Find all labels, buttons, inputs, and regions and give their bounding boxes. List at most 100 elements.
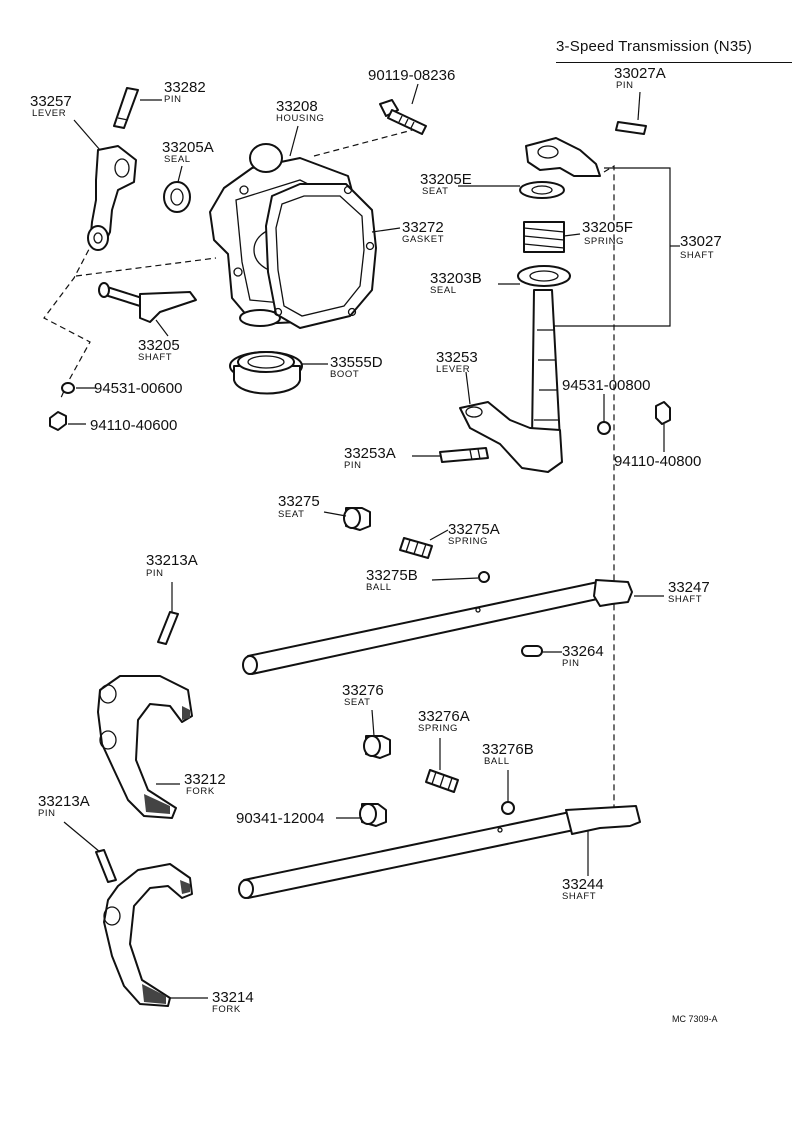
- title-underline: [556, 62, 792, 63]
- callout-name: PIN: [616, 80, 634, 91]
- callout-number: 33257: [30, 93, 72, 110]
- figure-code: MC 7309-A: [672, 1014, 718, 1024]
- callout-number: 33253A: [344, 445, 396, 462]
- callout-number: 90119-08236: [368, 67, 456, 84]
- fork-33212-part: [97, 675, 193, 819]
- callout-number: 33247: [668, 579, 710, 596]
- callout-name: PIN: [164, 94, 182, 105]
- callout-name: SEAT: [344, 697, 371, 708]
- callout-number: 94531-00600: [94, 380, 183, 397]
- callout-number: 33027: [680, 233, 722, 250]
- callout-number: 33205: [138, 337, 180, 354]
- seal-33205a-part: [163, 181, 191, 213]
- plug-90341-12004-part: [359, 803, 387, 827]
- pin-33282-part: [113, 87, 139, 129]
- callout-name: PIN: [344, 460, 362, 471]
- diagram-title: 3-Speed Transmission (N35): [556, 38, 753, 55]
- callout-number: 33276: [342, 682, 384, 699]
- callout-name: FORK: [186, 786, 215, 797]
- callout-number: 33276A: [418, 708, 470, 725]
- callout-number: 33027A: [614, 65, 666, 82]
- callout-name: LEVER: [32, 108, 67, 119]
- callout-name: SHAFT: [680, 250, 715, 261]
- callout-number: 33264: [562, 643, 604, 660]
- callout-number: 33275A: [448, 521, 500, 538]
- callout-name: BALL: [366, 582, 392, 593]
- callout-number: 33214: [212, 989, 254, 1006]
- shaft-head-33027-part: [525, 137, 601, 177]
- callout-name: HOUSING: [276, 113, 325, 124]
- assembly-line-housing-bolt: [313, 127, 421, 157]
- gasket-33272-part: [265, 183, 377, 329]
- callout-number: 94531-00800: [562, 377, 651, 394]
- callout-name: LEVER: [436, 364, 471, 375]
- callout-name: PIN: [562, 658, 580, 669]
- spring-33276a-part: [425, 769, 459, 793]
- callout-number: 33213A: [146, 552, 198, 569]
- callout-number: 33276B: [482, 741, 534, 758]
- bolt-90119-part: [379, 99, 427, 135]
- leader-lines: [63, 83, 680, 999]
- callout-name: BOOT: [330, 369, 360, 380]
- callout-number: 33253: [436, 349, 478, 366]
- seat-33205e-part: [519, 181, 565, 199]
- callout-number: 33272: [402, 219, 444, 236]
- callout-number: 33212: [184, 771, 226, 788]
- callout-number: 33244: [562, 876, 604, 893]
- shaft-33244-part: [238, 805, 641, 899]
- seat-33276-part: [363, 735, 391, 759]
- lever-33253-part: [459, 401, 563, 473]
- callout-number: 90341-12004: [236, 810, 325, 827]
- callout-name: SPRING: [418, 723, 459, 734]
- callout-name: SEAL: [164, 154, 191, 165]
- shaft-33027-part: [531, 289, 561, 441]
- ball-33276b-part: [501, 801, 515, 815]
- pin-33213a-upper-part: [157, 611, 179, 645]
- ball-33275b-part: [478, 571, 490, 583]
- assembly-line-shaft: [75, 257, 217, 277]
- callout-number: 33282: [164, 79, 206, 96]
- callout-name: BALL: [484, 756, 510, 767]
- callout-name: FORK: [212, 1004, 241, 1015]
- pin-33027a-part: [615, 121, 647, 135]
- pin-33253a-part: [439, 447, 489, 463]
- spring-33205f-part: [523, 221, 565, 253]
- callout-name: SEAL: [430, 285, 457, 296]
- washer-94531-00800-part: [597, 421, 611, 435]
- callout-number: 33203B: [430, 270, 482, 287]
- callout-number: 33205E: [420, 171, 472, 188]
- callout-number: 33275B: [366, 567, 418, 584]
- pin-33213a-lower-part: [95, 849, 117, 883]
- fork-33214-part: [103, 863, 193, 1007]
- callout-name: SHAFT: [138, 352, 173, 363]
- nut-94110-40600-part: [49, 411, 67, 431]
- callout-name: PIN: [38, 808, 56, 819]
- callout-name: SEAT: [422, 186, 449, 197]
- callout-name: GASKET: [402, 234, 445, 245]
- callout-number: 33205A: [162, 139, 214, 156]
- callout-number: 33555D: [330, 354, 383, 371]
- assembly-line-interlock: [603, 164, 615, 810]
- seal-33203b-part: [517, 265, 571, 287]
- nut-94110-40800-part: [655, 401, 671, 425]
- callout-number: 33205F: [582, 219, 633, 236]
- callout-number: 94110-40600: [90, 417, 178, 434]
- seat-33275-part: [343, 507, 371, 531]
- lever-33257-part: [87, 145, 137, 251]
- assembly-line-lever: [43, 231, 99, 401]
- callout-number: 94110-40800: [614, 453, 702, 470]
- callout-name: SPRING: [584, 236, 625, 247]
- callout-name: SPRING: [448, 536, 489, 547]
- shaft-33205-part: [98, 282, 197, 323]
- callout-name: SHAFT: [562, 891, 597, 902]
- washer-94531-00600-part: [61, 382, 75, 394]
- boot-33555d-part: [229, 351, 303, 395]
- callout-name: PIN: [146, 568, 164, 579]
- callout-number: 33213A: [38, 793, 90, 810]
- callout-number: 33275: [278, 493, 320, 510]
- shaft-33247-part: [242, 579, 633, 675]
- callout-name: SEAT: [278, 509, 305, 520]
- spring-33275a-part: [399, 537, 433, 559]
